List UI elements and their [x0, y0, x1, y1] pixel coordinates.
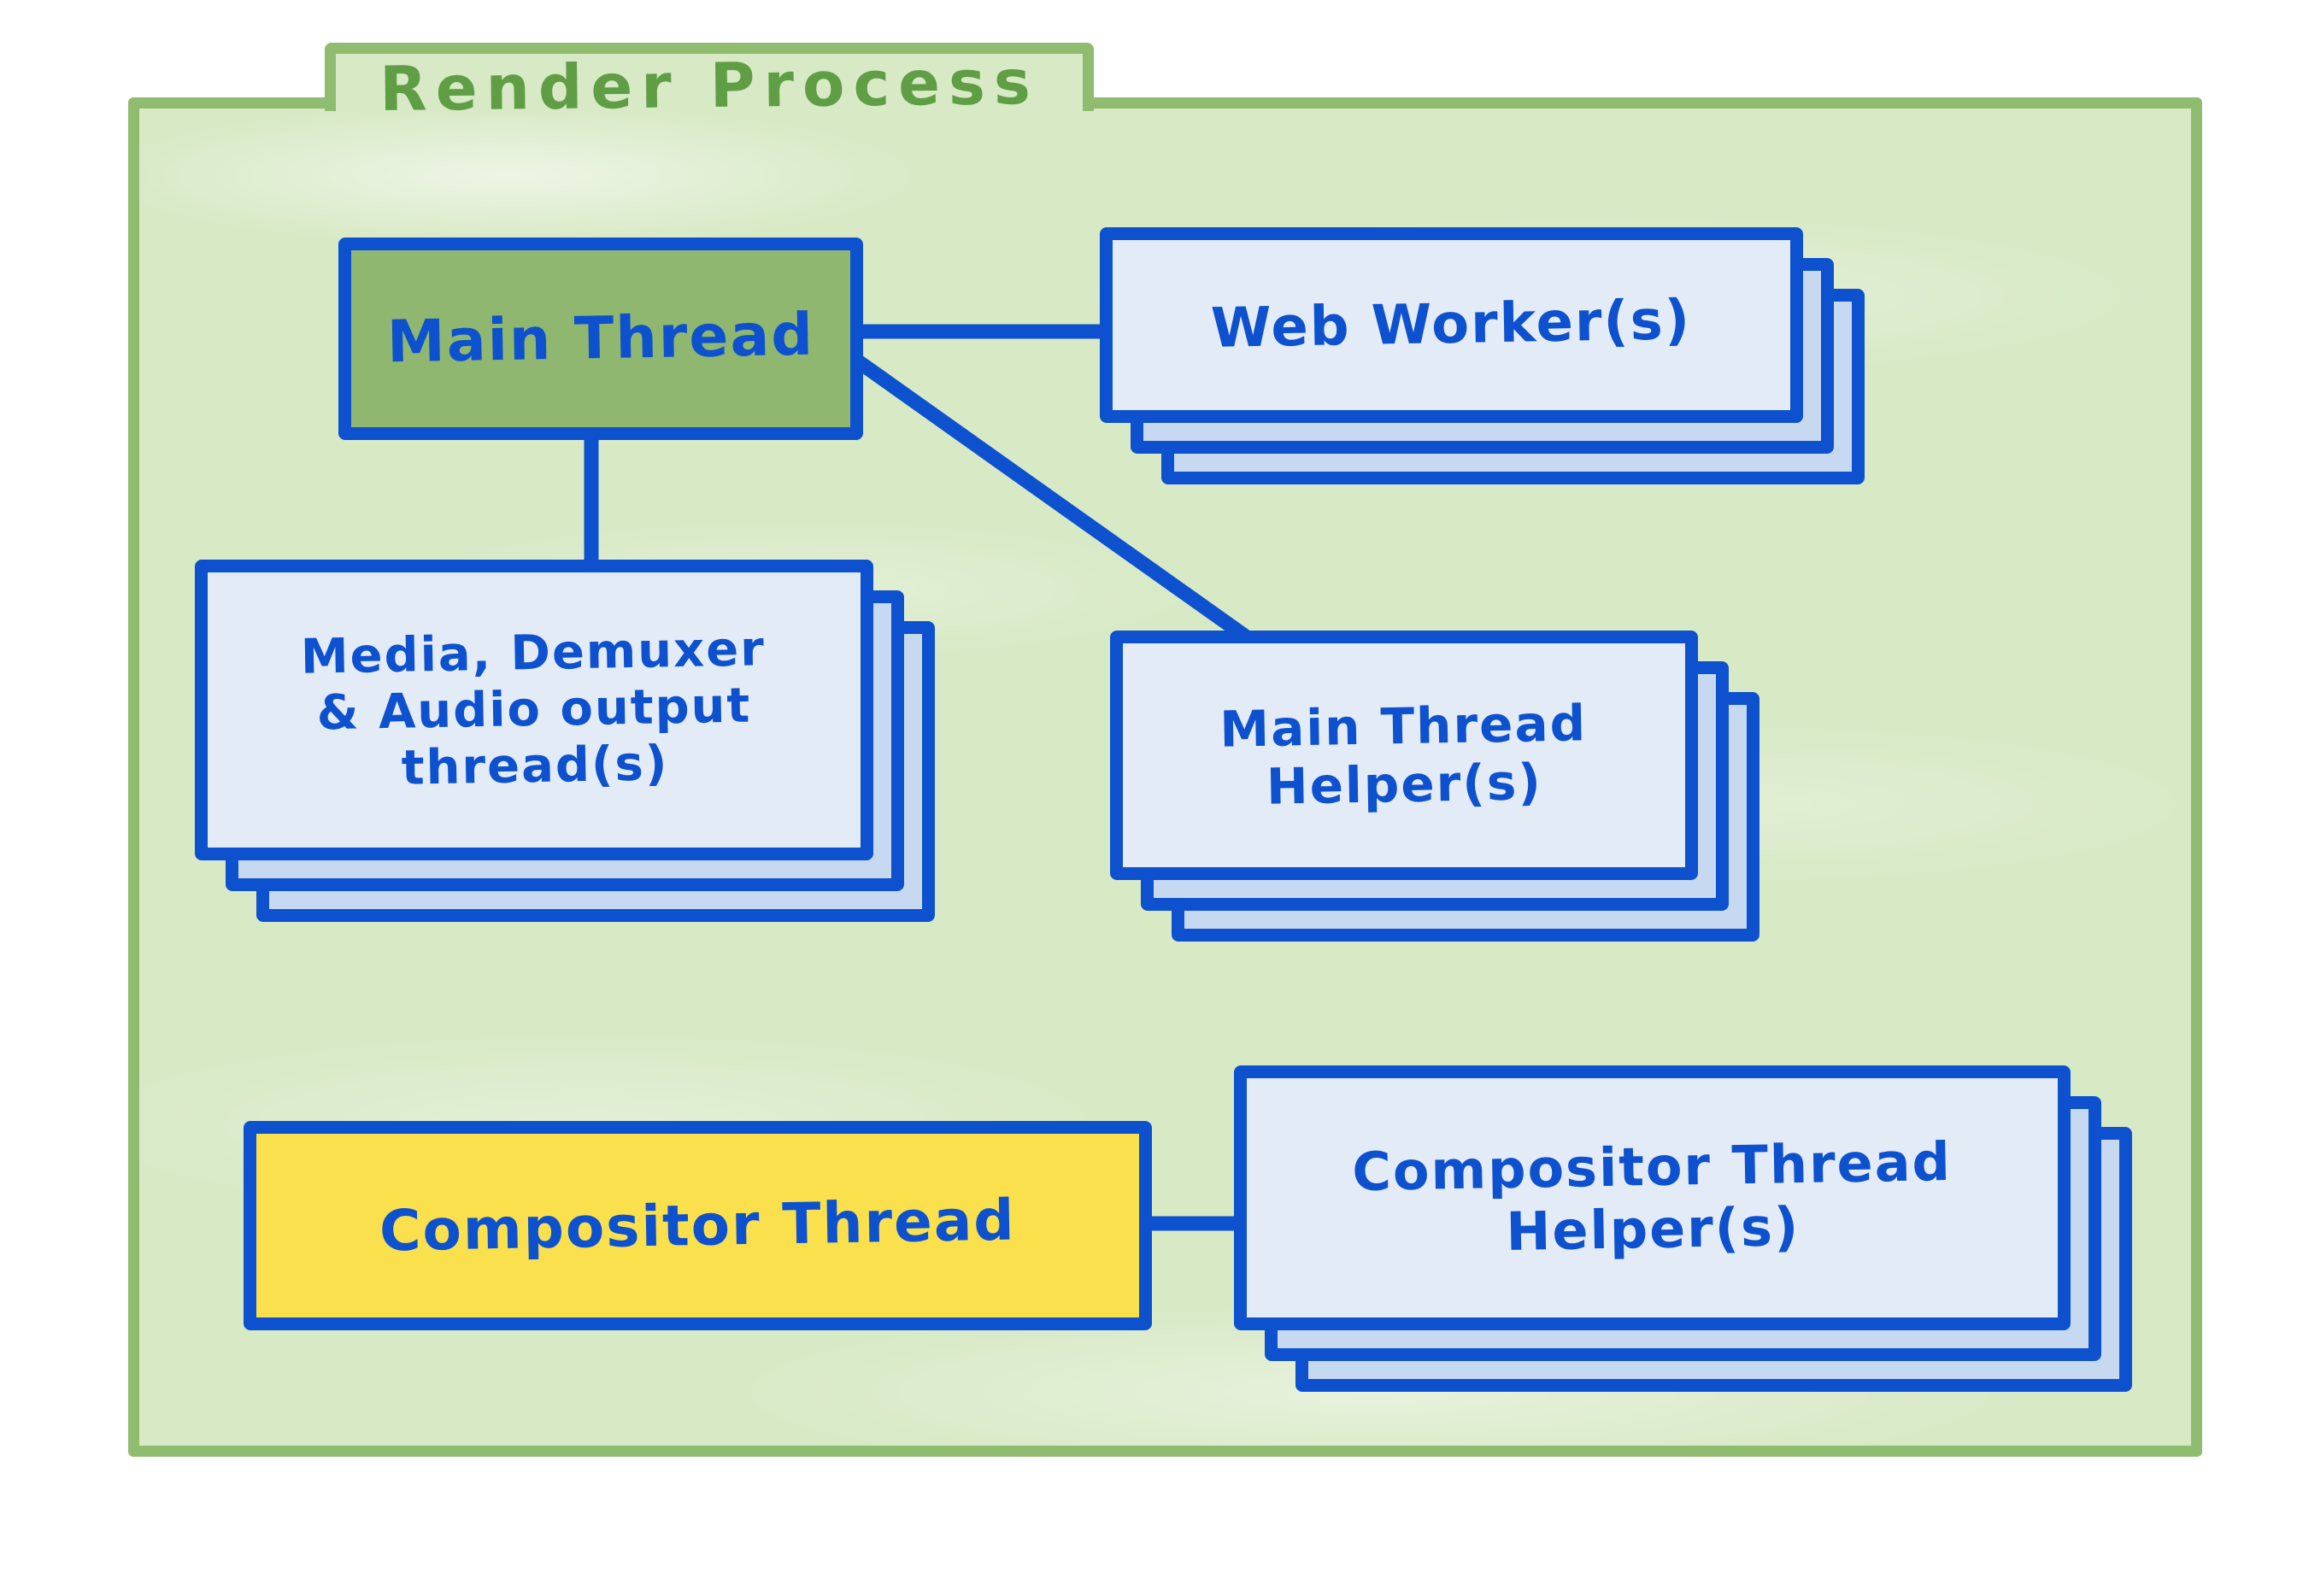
web-workers-card-front: Web Worker(s)	[1100, 227, 1803, 423]
media-card-front: Media, Demuxer & Audio output thread(s)	[195, 560, 873, 860]
media-label-line1: Media, Demuxer	[300, 621, 767, 685]
media-label-line2: & Audio output	[316, 678, 752, 742]
node-main-thread: Main Thread	[338, 238, 863, 440]
comp-helpers-label-line1: Compositor Thread	[1351, 1130, 1953, 1203]
main-thread-label: Main Thread	[386, 301, 815, 377]
render-process-tab	[325, 43, 1094, 111]
node-media-demuxer-audio: Media, Demuxer & Audio output thread(s)	[195, 560, 935, 922]
node-web-workers: Web Worker(s)	[1100, 227, 1865, 484]
mt-helpers-label-line2: Helper(s)	[1266, 753, 1543, 816]
web-workers-label: Web Worker(s)	[1210, 288, 1693, 361]
node-compositor-thread: Compositor Thread	[244, 1121, 1152, 1330]
diagram-title: Render Process	[379, 45, 1040, 126]
media-label-line3: thread(s)	[401, 736, 669, 796]
node-compositor-thread-helpers: Compositor Thread Helper(s)	[1234, 1065, 2132, 1392]
comp-helpers-card-front: Compositor Thread Helper(s)	[1234, 1065, 2071, 1330]
mt-helpers-card-front: Main Thread Helper(s)	[1110, 631, 1698, 880]
node-main-thread-helpers: Main Thread Helper(s)	[1110, 631, 1759, 942]
comp-helpers-label-line2: Helper(s)	[1505, 1195, 1801, 1263]
mt-helpers-label-line1: Main Thread	[1219, 693, 1588, 759]
compositor-thread-label: Compositor Thread	[379, 1187, 1017, 1264]
